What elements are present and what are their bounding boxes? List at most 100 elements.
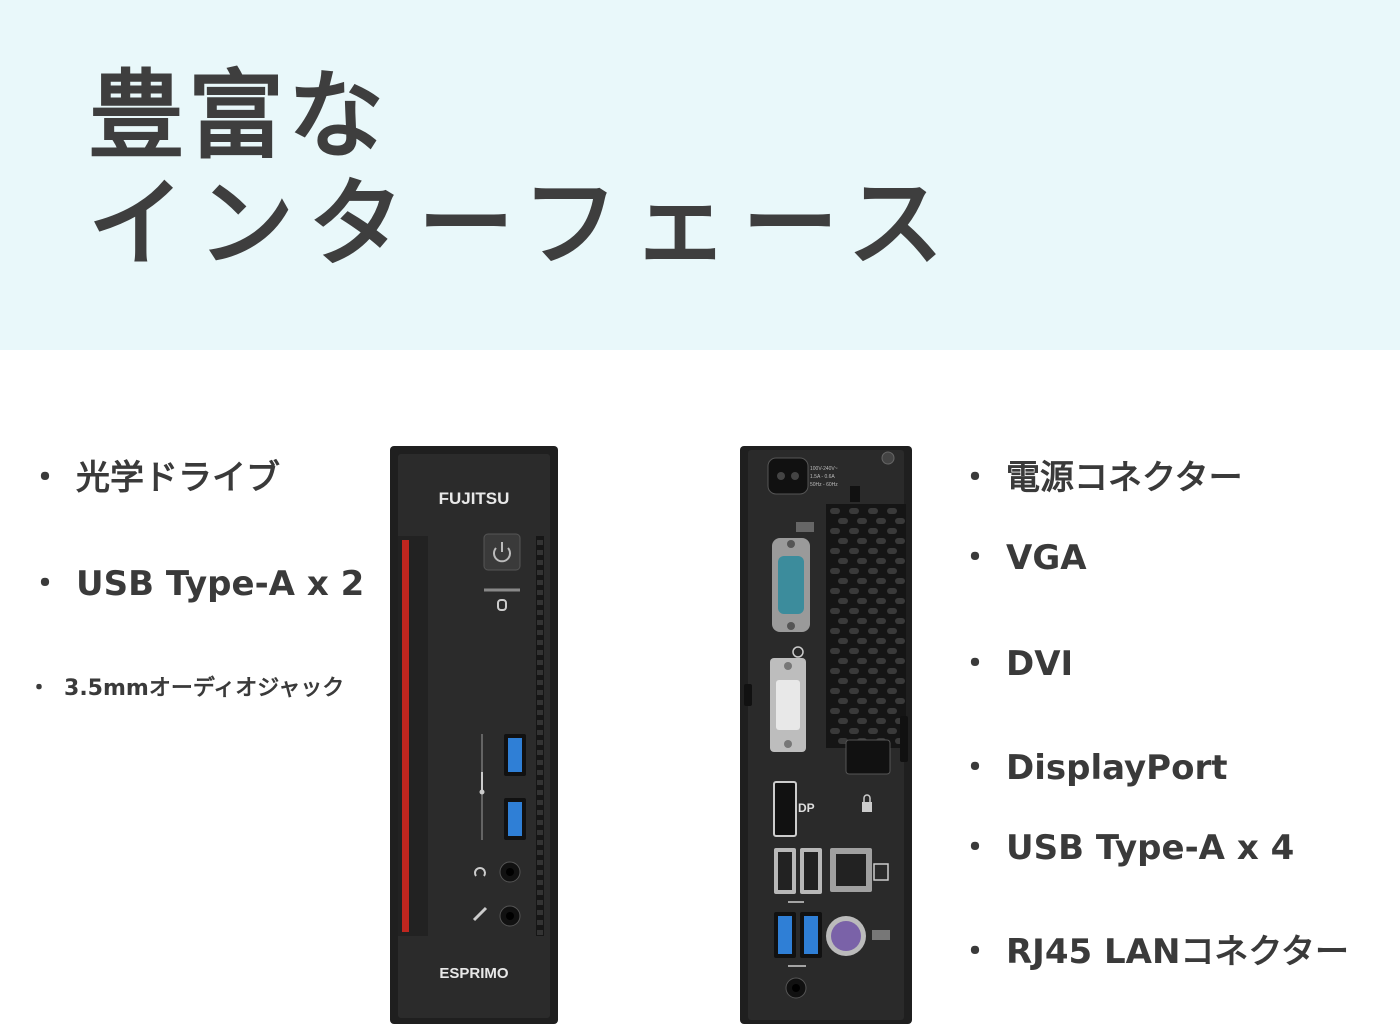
vent-slot bbox=[537, 600, 543, 605]
title-banner bbox=[0, 0, 1400, 350]
vent-slot bbox=[895, 618, 905, 624]
vent-slot bbox=[537, 750, 543, 755]
bullet: ・ bbox=[28, 564, 62, 604]
vent-slot bbox=[849, 508, 859, 514]
power-connector[interactable] bbox=[767, 457, 809, 495]
vent-slot bbox=[868, 648, 878, 654]
vent-slot bbox=[838, 518, 848, 524]
vent-slot bbox=[830, 688, 840, 694]
ps2-port[interactable] bbox=[831, 921, 861, 951]
feature-dvi: ・DVI bbox=[958, 636, 1073, 685]
vent-slot bbox=[537, 880, 543, 885]
vent-slot bbox=[895, 578, 905, 584]
power-rating-2: 1.5A - 0.6A bbox=[810, 474, 835, 480]
title-line-2: インターフェース bbox=[88, 168, 958, 280]
vent-slot bbox=[537, 810, 543, 815]
bullet: ・ bbox=[958, 538, 992, 578]
vent-slot bbox=[887, 628, 897, 634]
vent-slot bbox=[895, 518, 905, 524]
vent-slot bbox=[868, 628, 878, 634]
vent-slot bbox=[876, 638, 886, 644]
vent-slot bbox=[537, 760, 543, 765]
vent-slot bbox=[537, 630, 543, 635]
vent-slot bbox=[838, 658, 848, 664]
bullet: ・ bbox=[958, 748, 992, 788]
brand-logo: FUJITSU bbox=[439, 489, 510, 508]
vent-slot bbox=[838, 598, 848, 604]
vent-slot bbox=[830, 548, 840, 554]
dvi-port[interactable] bbox=[776, 680, 800, 730]
hdd-icon bbox=[497, 599, 507, 611]
vent-slot bbox=[537, 710, 543, 715]
usb-icon bbox=[479, 772, 485, 795]
bullet: ・ bbox=[958, 828, 992, 868]
rear-vent-grille bbox=[826, 504, 906, 748]
vent-slot bbox=[895, 638, 905, 644]
vent-slot bbox=[887, 688, 897, 694]
vent-slot bbox=[838, 698, 848, 704]
vent-slot bbox=[868, 708, 878, 714]
bullet: ・ bbox=[28, 458, 62, 498]
vent-slot bbox=[876, 618, 886, 624]
vent-slot bbox=[868, 608, 878, 614]
vent-slot bbox=[838, 538, 848, 544]
vent-slot bbox=[537, 680, 543, 685]
vent-slot bbox=[537, 740, 543, 745]
bullet: ・ bbox=[958, 932, 992, 972]
vent-slot bbox=[537, 920, 543, 925]
vent-slot bbox=[537, 610, 543, 615]
vent-slot bbox=[537, 870, 543, 875]
vent-slot bbox=[887, 528, 897, 534]
vent-slot bbox=[849, 548, 859, 554]
vent-slot bbox=[537, 540, 543, 545]
feature-front-usb: ・USB Type-A x 2 bbox=[28, 556, 364, 605]
vent-slot bbox=[857, 658, 867, 664]
vent-slot bbox=[838, 718, 848, 724]
vent-slot bbox=[876, 518, 886, 524]
displayport-port[interactable] bbox=[773, 781, 797, 837]
vent-slot bbox=[887, 508, 897, 514]
vent-slot bbox=[838, 638, 848, 644]
vent-slot bbox=[537, 650, 543, 655]
vent-slot bbox=[876, 678, 886, 684]
feature-audio-jack: ・3.5mmオーディオジャック bbox=[28, 670, 344, 702]
vent-slot bbox=[849, 608, 859, 614]
vent-slot bbox=[895, 598, 905, 604]
serial-icon bbox=[796, 522, 814, 532]
vent-slot bbox=[830, 568, 840, 574]
vent-slot bbox=[895, 538, 905, 544]
network-icon bbox=[873, 863, 889, 881]
vent-slot bbox=[868, 528, 878, 534]
vent-grille bbox=[536, 536, 544, 936]
title-line-1: 豊富な bbox=[88, 60, 388, 172]
feature-displayport: ・DisplayPort bbox=[958, 740, 1227, 789]
feature-vga: ・VGA bbox=[958, 530, 1087, 579]
power-switch[interactable] bbox=[850, 486, 860, 502]
vent-slot bbox=[887, 548, 897, 554]
vent-slot bbox=[857, 678, 867, 684]
vent-slot bbox=[537, 570, 543, 575]
vent-slot bbox=[537, 580, 543, 585]
vent-slot bbox=[537, 800, 543, 805]
vent-slot bbox=[537, 670, 543, 675]
vent-slot bbox=[849, 588, 859, 594]
model-label: ESPRIMO bbox=[439, 965, 509, 982]
feature-optical-drive: ・光学ドライブ bbox=[28, 450, 280, 499]
vent-slot bbox=[838, 558, 848, 564]
vent-slot bbox=[830, 528, 840, 534]
vent-slot bbox=[537, 730, 543, 735]
vent-slot bbox=[830, 648, 840, 654]
vent-slot bbox=[849, 688, 859, 694]
vent-slot bbox=[868, 588, 878, 594]
vent-slot bbox=[537, 830, 543, 835]
vent-slot bbox=[876, 578, 886, 584]
vent-slot bbox=[838, 618, 848, 624]
vent-slot bbox=[537, 790, 543, 795]
vent-slot bbox=[868, 728, 878, 734]
vent-slot bbox=[895, 658, 905, 664]
feature-rj45: ・RJ45 LANコネクター bbox=[958, 924, 1349, 973]
power-icon bbox=[493, 542, 511, 563]
vga-port[interactable] bbox=[778, 556, 804, 614]
vent-slot bbox=[895, 558, 905, 564]
power-rating-3: 50Hz - 60Hz bbox=[810, 482, 838, 488]
